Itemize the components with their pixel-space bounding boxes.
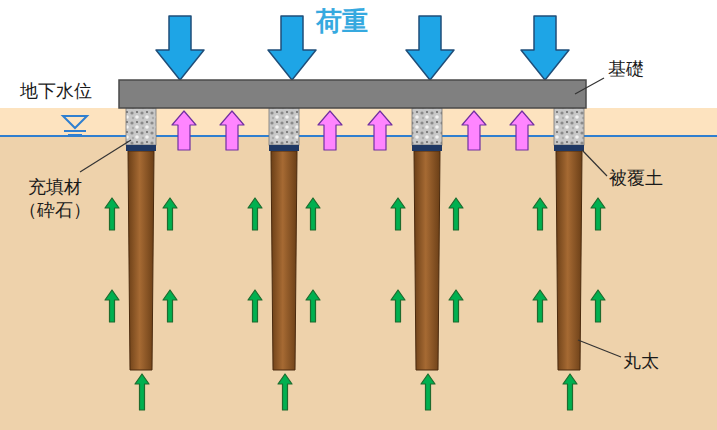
force-arrows bbox=[105, 16, 605, 410]
buoyancy-arrow bbox=[220, 111, 244, 150]
friction-arrow bbox=[163, 198, 177, 230]
friction-arrow bbox=[105, 198, 119, 230]
load-arrow bbox=[268, 16, 316, 80]
water-level-label: 地下水位 bbox=[20, 80, 92, 103]
tip-bearing-arrow bbox=[135, 374, 149, 410]
buoyancy-arrow bbox=[510, 111, 534, 150]
leader-lines bbox=[80, 78, 621, 357]
piles bbox=[126, 108, 584, 370]
foundation-label: 基礎 bbox=[608, 58, 644, 81]
timber-pile bbox=[414, 151, 440, 370]
friction-arrow bbox=[163, 290, 177, 322]
timber-pile bbox=[271, 151, 297, 370]
gravel-fill bbox=[412, 108, 442, 145]
foundation-slab bbox=[119, 80, 586, 108]
gravel-fill bbox=[269, 108, 299, 145]
friction-arrow bbox=[391, 290, 405, 322]
load-arrow bbox=[406, 16, 454, 80]
friction-arrow bbox=[591, 198, 605, 230]
filler-label: 充填材 （砕石） bbox=[14, 176, 97, 221]
cover-soil bbox=[554, 145, 584, 151]
buoyancy-arrow bbox=[368, 111, 392, 150]
cover-soil bbox=[269, 145, 299, 151]
cover-soil bbox=[126, 145, 156, 151]
friction-arrow bbox=[591, 290, 605, 322]
buoyancy-arrow bbox=[172, 111, 196, 150]
ground bbox=[0, 108, 717, 430]
friction-arrow bbox=[306, 198, 320, 230]
friction-arrow bbox=[449, 198, 463, 230]
load-arrow bbox=[521, 16, 569, 80]
friction-arrow bbox=[391, 198, 405, 230]
buoyancy-arrow bbox=[318, 111, 342, 150]
log-label: 丸太 bbox=[623, 350, 659, 373]
water-level-symbol bbox=[63, 116, 87, 135]
friction-arrow bbox=[533, 198, 547, 230]
tip-bearing-arrow bbox=[278, 374, 292, 410]
tip-bearing-arrow bbox=[421, 374, 435, 410]
unsaturated-layer bbox=[0, 108, 717, 136]
buoyancy-arrow bbox=[462, 111, 486, 150]
timber-pile bbox=[556, 151, 582, 370]
timber-pile bbox=[128, 151, 154, 370]
diagram-title: 荷重 bbox=[316, 4, 368, 39]
gravel-fill bbox=[554, 108, 584, 145]
friction-arrow bbox=[449, 290, 463, 322]
friction-arrow bbox=[533, 290, 547, 322]
gravel-fill bbox=[126, 108, 156, 145]
friction-arrow bbox=[306, 290, 320, 322]
friction-arrow bbox=[105, 290, 119, 322]
water-level-line bbox=[0, 135, 717, 137]
cover-soil-label: 被覆土 bbox=[609, 167, 663, 190]
friction-arrow bbox=[248, 198, 262, 230]
tip-bearing-arrow bbox=[563, 374, 577, 410]
load-arrow bbox=[156, 16, 204, 80]
cover-soil bbox=[412, 145, 442, 151]
friction-arrow bbox=[248, 290, 262, 322]
